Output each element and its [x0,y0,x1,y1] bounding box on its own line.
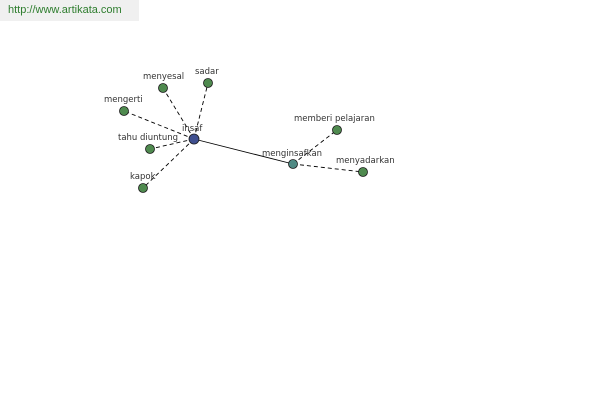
edge-insaf-tahu-diuntung [149,138,195,150]
node-tahu-diuntung[interactable] [145,144,155,154]
node-menyadarkan[interactable] [358,167,368,177]
node-label-insaf[interactable]: insaf [182,124,203,134]
edge-insaf-menyesal [162,87,195,140]
node-insaf[interactable] [188,133,200,145]
labels-layer: insaf menginsafkan menyesal sadar mengerti ta… [104,67,395,182]
edge-menginsafkan-menyadarkan [292,163,364,173]
edge-insaf-sadar [193,82,209,140]
edges-layer [123,82,364,189]
node-label-memberi-pelajaran[interactable]: memberi pelajaran [294,114,375,124]
node-sadar[interactable] [203,78,213,88]
node-menginsafkan[interactable] [288,159,298,169]
edge-insaf-menginsafkan [193,138,294,165]
node-label-kapok[interactable]: kapok [130,172,156,182]
node-memberi-pelajaran[interactable] [332,125,342,135]
node-kapok[interactable] [138,183,148,193]
nodes-layer [119,78,368,193]
node-label-menyadarkan[interactable]: menyadarkan [336,156,395,166]
node-label-menginsafkan[interactable]: menginsafkan [262,149,322,159]
node-mengerti[interactable] [119,106,129,116]
node-label-tahu-diuntung[interactable]: tahu diuntung [118,133,178,143]
node-menyesal[interactable] [158,83,168,93]
node-label-menyesal[interactable]: menyesal [143,72,184,82]
site-url-link[interactable]: http://www.artikata.com [8,4,122,16]
edge-insaf-kapok [142,138,195,189]
edge-menginsafkan-memberi-pelajaran [292,129,338,165]
node-label-mengerti[interactable]: mengerti [104,95,143,105]
url-bar: http://www.artikata.com [0,0,139,21]
node-label-sadar[interactable]: sadar [195,67,219,77]
edge-insaf-mengerti [123,110,195,140]
